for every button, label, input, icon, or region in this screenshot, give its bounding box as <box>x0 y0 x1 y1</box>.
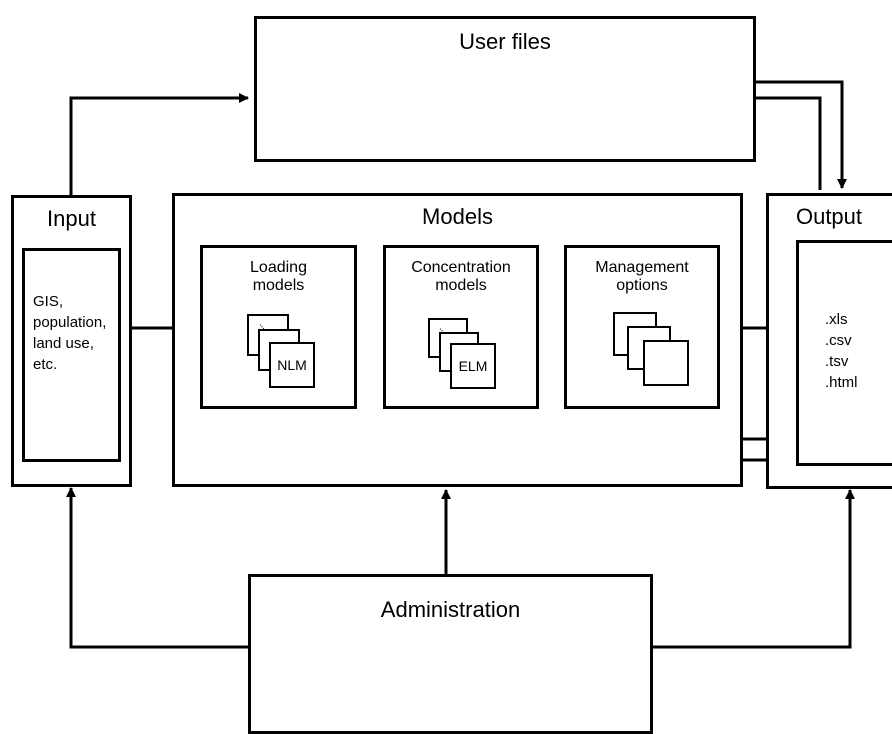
input-line: land use, <box>33 335 94 352</box>
loading-models-title: Loading models <box>203 259 354 296</box>
management-options-box: Management options <box>564 245 720 409</box>
concentration-models-title-line: models <box>435 277 487 295</box>
output-format: .tsv <box>825 353 849 370</box>
elm-label: ELM <box>458 358 488 374</box>
loading-models-title-line: models <box>252 277 305 295</box>
input-content-box: GIS, population, land use, etc. <box>22 248 121 462</box>
input-line: population, <box>33 314 107 331</box>
management-options-title-line: Management <box>595 259 689 276</box>
administration-box: Administration <box>248 574 653 734</box>
output-format: .html <box>825 374 858 391</box>
document-icon-nlm: NLM <box>269 342 315 388</box>
arrow-admin-to-input <box>66 487 249 649</box>
input-title: Input <box>47 206 96 231</box>
loading-models-title-line: Loading <box>250 259 307 276</box>
input-box: Input GIS, population, land use, etc. <box>11 195 132 487</box>
concentration-models-title: Concentration models <box>386 259 536 296</box>
output-format: .xls <box>825 311 848 328</box>
concentration-models-title-line: Concentration <box>411 259 511 276</box>
administration-title: Administration <box>380 597 521 622</box>
user-files-title: User files <box>459 29 551 54</box>
output-title: Output <box>795 204 863 229</box>
output-content-box: .xls .csv .tsv .html <box>796 240 892 466</box>
concentration-models-box: Concentration models ··· ELM <box>383 245 539 409</box>
output-box: Output .xls .csv .tsv .html <box>766 193 892 489</box>
management-options-title-line: options <box>616 277 668 295</box>
arrow-input-to-userfiles <box>69 93 249 195</box>
input-content: GIS, population, land use, etc. <box>33 291 106 375</box>
document-icon-elm: ELM <box>450 343 496 389</box>
management-options-title: Management options <box>567 259 717 296</box>
arrow-userfiles-to-output <box>754 80 847 189</box>
input-line: etc. <box>33 356 58 373</box>
user-files-box: User files <box>254 16 756 162</box>
loading-models-box: Loading models ··· NLM <box>200 245 357 409</box>
input-line: GIS, <box>33 293 64 310</box>
nlm-label: NLM <box>277 357 307 373</box>
output-format: .csv <box>825 332 852 349</box>
document-icon <box>643 340 689 386</box>
models-title: Models <box>422 204 493 229</box>
output-formats: .xls .csv .tsv .html <box>825 309 858 393</box>
arrow-admin-to-output <box>651 489 855 649</box>
